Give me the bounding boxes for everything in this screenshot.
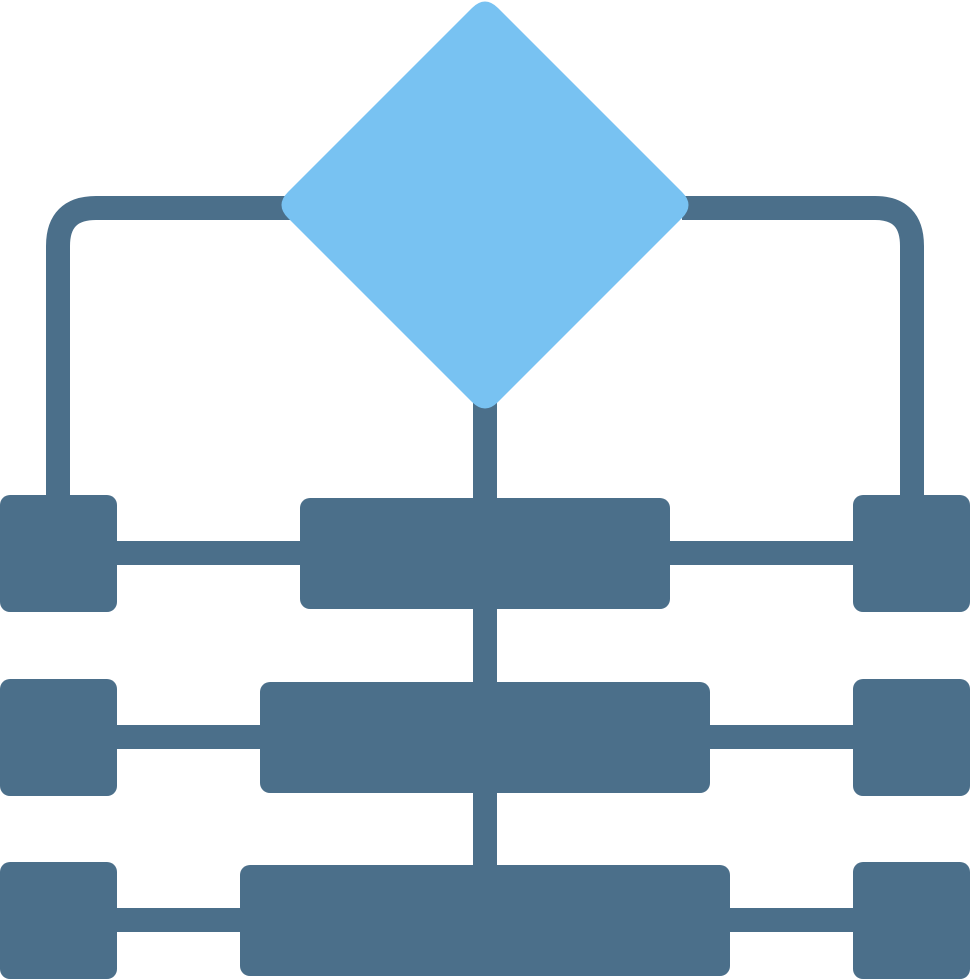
row-1-process-block [300, 498, 670, 609]
row-2-left-node [0, 679, 117, 796]
row-2-right-node [853, 679, 970, 796]
row-2-process-block [260, 682, 710, 793]
row-1-right-node [853, 495, 970, 612]
row-3-process-block [240, 865, 730, 976]
decision-diamond [281, 1, 689, 409]
row-3-left-node [0, 862, 117, 979]
row-1-left-node [0, 495, 117, 612]
flow-row-3 [0, 862, 970, 979]
flow-row-1 [0, 495, 970, 612]
right-branch-connector [682, 196, 924, 500]
flow-row-2 [0, 679, 970, 796]
left-branch-connector [46, 196, 290, 500]
row-3-right-node [853, 862, 970, 979]
